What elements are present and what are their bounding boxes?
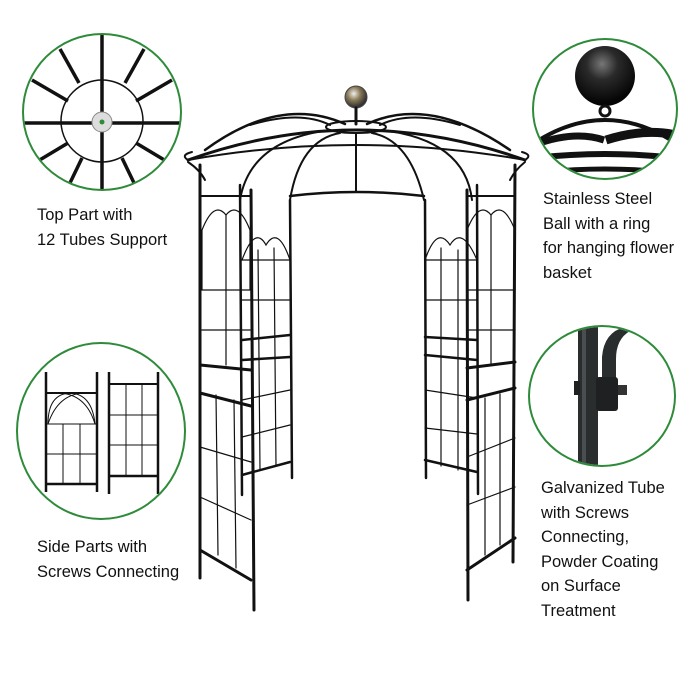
steel-ball-photo-icon (534, 46, 676, 175)
top-part-label: Top Part with 12 Tubes Support (37, 203, 167, 252)
label-line: Top Part with (37, 206, 133, 224)
tube-joint-photo-icon (574, 327, 630, 465)
side-parts-callout (16, 342, 186, 520)
label-line: Side Parts with (37, 538, 148, 556)
label-line: Stainless Steel (543, 190, 653, 208)
side-panels-icon (44, 372, 160, 494)
gazebo-illustration (180, 80, 530, 620)
label-line: Galvanized Tube (541, 479, 665, 497)
top-part-callout (22, 33, 182, 191)
label-line: Treatment (541, 601, 616, 620)
label-line: for hanging flower (543, 239, 675, 257)
label-line: with Screws (541, 503, 630, 522)
galvanized-tube-label: Galvanized Tube with Screws Connecting, … (541, 476, 665, 623)
label-line: on Surface (541, 577, 621, 595)
label-line: Connecting, (541, 528, 630, 546)
galvanized-tube-callout (528, 325, 676, 467)
roof-top-view-icon (24, 35, 180, 189)
label-line: 12 Tubes Support (37, 230, 168, 249)
label-line: basket (543, 263, 592, 282)
steel-ball-label: Stainless Steel Ball with a ring for han… (543, 187, 674, 285)
label-line: Powder Coating (541, 552, 659, 571)
steel-ball-callout (532, 38, 678, 180)
label-line: Screws Connecting (37, 562, 180, 581)
side-parts-label: Side Parts with Screws Connecting (37, 535, 179, 584)
label-line: Ball with a ring (543, 214, 651, 233)
